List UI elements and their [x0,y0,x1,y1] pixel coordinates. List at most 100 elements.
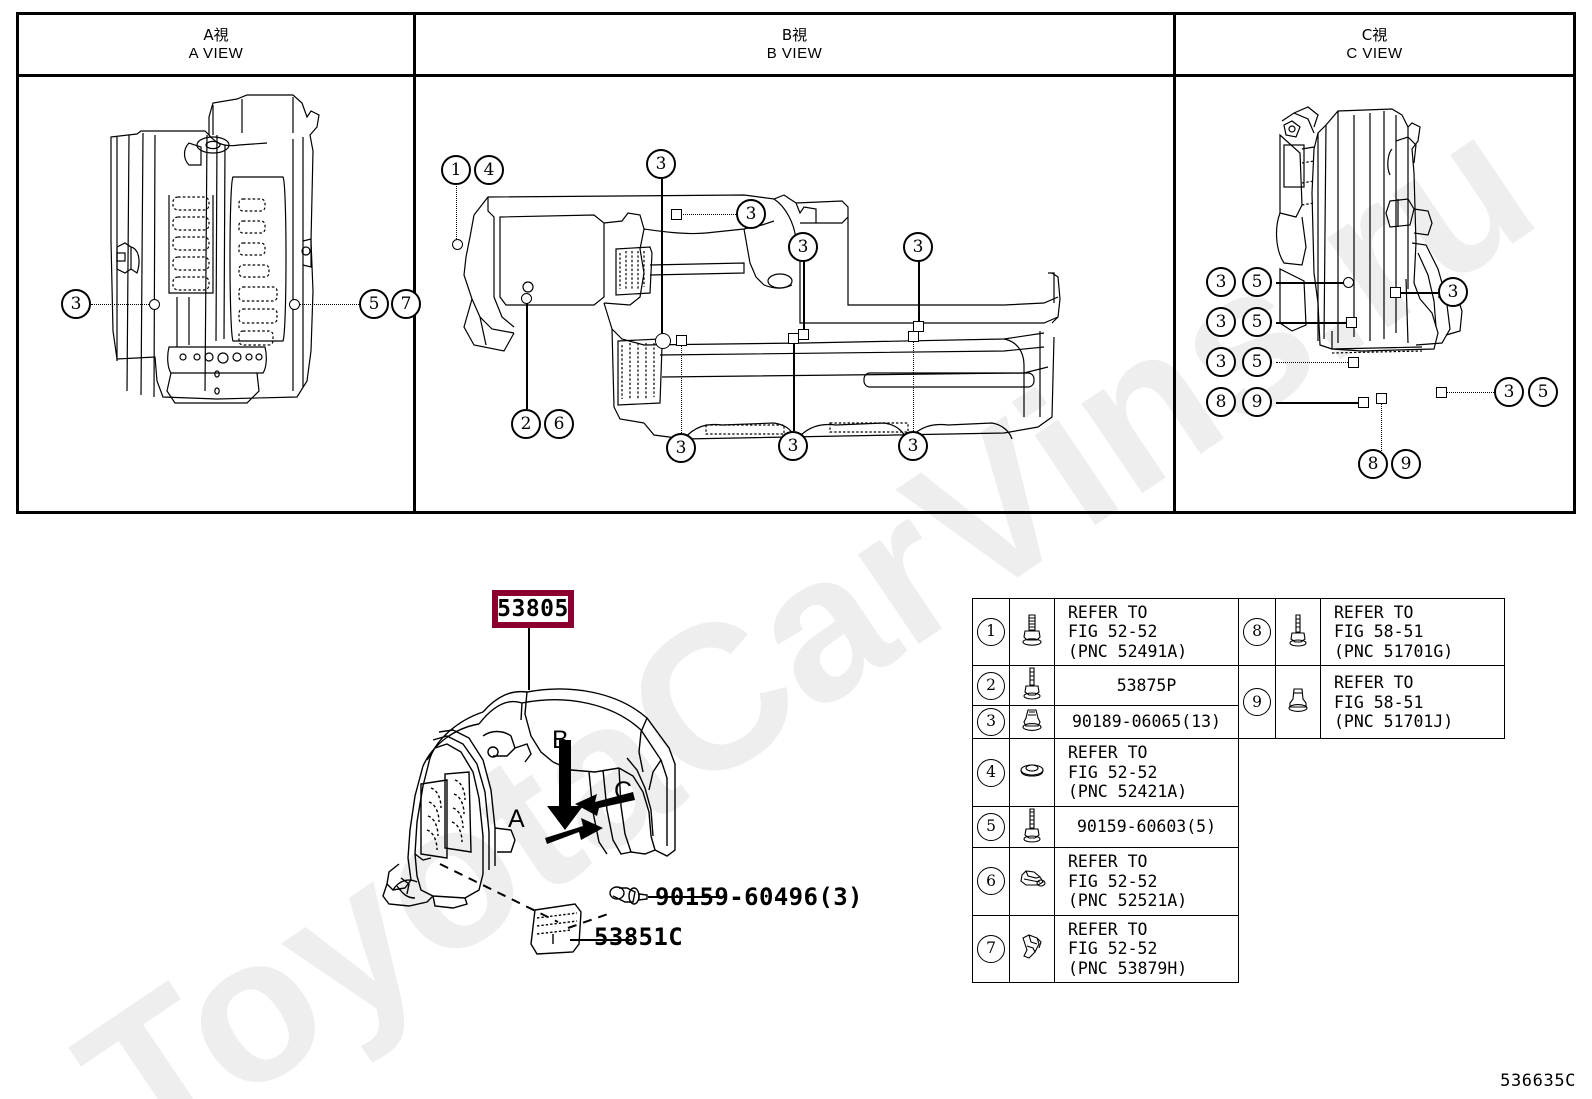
view-a-part-art [97,91,337,411]
legend-text-1: REFER TO FIG 52-52 (PNC 52491A) [1054,597,1239,667]
leader-c-4 [1276,402,1362,404]
leader-c-3 [1276,362,1352,363]
legend-text-6: REFER TO FIG 52-52 (PNC 52521A) [1054,847,1239,916]
legend-text-9: REFER TO FIG 58-51 (PNC 51701J) [1320,665,1505,740]
part-number-90159-60496: 90159-60496(3) [655,883,863,911]
view-c-header: C視 C VIEW [1176,15,1573,77]
view-panel-b: B視 B VIEW [413,15,1173,511]
view-b-title-en: B VIEW [766,44,823,62]
callout-b-3d[interactable]: 3 [903,232,933,262]
view-c-title-jp: C視 [1361,25,1388,44]
view-c-body: 3 5 3 5 3 5 8 9 3 3 5 8 9 [1176,77,1573,511]
callout-label: 5 [368,293,380,314]
callout-c-3d[interactable]: 3 [1438,277,1468,307]
view-c-part-art [1262,93,1502,393]
legend-icon-retainer-clip-icon [1009,847,1055,916]
callout-label: 3 [912,236,924,257]
legend-icon-screw-icon-2 [1009,665,1055,706]
callout-label: 8 [1367,453,1379,474]
leader-b-3f [793,339,795,431]
callout-label: 3 [655,153,667,174]
callout-c-8a[interactable]: 8 [1206,387,1236,417]
view-a-body: 3 5 7 [19,77,421,511]
legend-num-5: 5 [972,805,1010,849]
callout-label: 5 [1251,311,1263,332]
callout-a-5[interactable]: 5 [359,289,389,319]
legend-blank [1239,806,1505,847]
callout-b-4[interactable]: 4 [474,155,504,185]
legend-icon-screw-long-icon [1009,805,1055,849]
callout-b-3a[interactable]: 3 [646,149,676,179]
callout-label: 3 [1503,381,1515,402]
legend-text-5: 90159-60603(5) [1054,805,1239,849]
callout-c-3c[interactable]: 3 [1206,347,1236,377]
part-number-text: 53805 [497,596,569,622]
legend-icon-spring-clip-icon [1009,914,1055,984]
anchor-b-1 [452,239,463,250]
main-part-art-fender-liner [375,640,715,914]
leader-c-1 [1276,282,1348,284]
callout-c-9a[interactable]: 9 [1242,387,1272,417]
anchor-b-3c [798,329,809,340]
legend-row-1-8: 1 REFER TO FIG 52-52 (PNC 52491A) 8 REFE… [972,597,1505,667]
leader-b-3b [678,214,736,215]
callout-label: 5 [1251,351,1263,372]
direction-label-c: C [614,777,633,805]
callout-b-3g[interactable]: 3 [898,431,928,461]
callout-label: 4 [483,159,495,180]
callout-label: 7 [400,293,412,314]
legend-num-3: 3 [972,704,1010,740]
callout-label: 9 [1400,453,1412,474]
callout-label: 3 [745,203,757,224]
callout-b-1[interactable]: 1 [441,155,471,185]
callout-c-3e[interactable]: 3 [1494,377,1524,407]
view-b-header: B視 B VIEW [416,15,1173,77]
direction-label-a: A [508,805,525,833]
callout-label: 3 [1215,311,1227,332]
view-b-part-art [444,177,1064,447]
figure-code: 536635C [1500,1071,1576,1091]
callout-b-3b[interactable]: 3 [736,199,766,229]
callout-label: 1 [450,159,462,180]
callout-b-3e[interactable]: 3 [666,433,696,463]
leader-b-3c [803,247,805,335]
callout-b-2[interactable]: 2 [511,409,541,439]
callout-c-8b[interactable]: 8 [1358,449,1388,479]
anchor-c-4 [1358,397,1369,408]
anchor-b-3e [676,335,687,346]
view-b-title-jp: B視 [781,25,808,44]
view-a-header: A視 A VIEW [19,15,413,77]
view-panels-frame: A視 A VIEW [16,12,1576,514]
part-number-53851c: 53851C [594,923,684,951]
callout-c-3a[interactable]: 3 [1206,267,1236,297]
mudguard-dash-leader [439,863,609,929]
callout-a-7[interactable]: 7 [391,289,421,319]
callout-c-3b[interactable]: 3 [1206,307,1236,337]
callout-b-3c[interactable]: 3 [788,232,818,262]
legend-num-7: 7 [972,914,1010,984]
legend-row-2-9: 2 53875P 9 REFER TO FIG 58-51 (PNC 51701… [972,665,1505,740]
legend-num-4: 4 [972,738,1010,807]
callout-c-9b[interactable]: 9 [1391,449,1421,479]
callout-b-6[interactable]: 6 [544,409,574,439]
legend-icon-screw-icon-8 [1275,597,1321,667]
view-panel-a: A視 A VIEW [19,15,421,511]
legend-icon-push-rivet-icon [1275,665,1321,740]
view-panel-c: C視 C VIEW [1173,15,1573,511]
callout-c-5d[interactable]: 5 [1528,377,1558,407]
callout-c-5b[interactable]: 5 [1242,307,1272,337]
callout-a-3[interactable]: 3 [61,289,91,319]
legend-num-9: 9 [1238,665,1276,740]
callout-c-5c[interactable]: 5 [1242,347,1272,377]
anchor-c-6 [1436,387,1447,398]
leader-53805 [528,628,530,690]
legend-text-3: 90189-06065(13) [1054,704,1239,740]
callout-label: 5 [1251,271,1263,292]
callout-c-5a[interactable]: 5 [1242,267,1272,297]
anchor-b-3b [671,209,682,220]
part-number-highlight-53805[interactable]: 53805 [492,590,574,628]
leader-b-1 [456,179,457,243]
leader-53851c [570,939,632,941]
anchor-b-3f [788,333,799,344]
callout-b-3f[interactable]: 3 [778,431,808,461]
